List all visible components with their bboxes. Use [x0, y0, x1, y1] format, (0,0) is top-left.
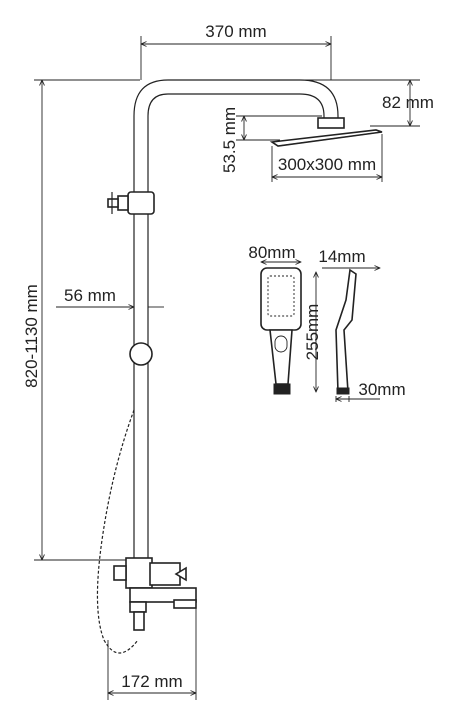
- label-hand-length: 255mm: [303, 304, 322, 361]
- bath-mixer: [113, 557, 197, 631]
- label-arm-drop: 53.5 mm: [220, 107, 239, 173]
- shower-hose: [96, 409, 139, 654]
- diverter-knob: [107, 191, 155, 215]
- dimension-hand-length: 255mm: [303, 272, 322, 392]
- label-head-thickness: 82 mm: [382, 93, 434, 112]
- hand-shower-front: [260, 267, 302, 395]
- label-hand-width: 80mm: [248, 243, 295, 262]
- dimension-mixer-depth: 172 mm: [108, 608, 196, 700]
- label-rail-height: 820-1130 mm: [22, 284, 41, 388]
- label-wall-offset: 56 mm: [64, 286, 116, 305]
- label-mixer-depth: 172 mm: [121, 672, 182, 691]
- dimension-hand-depth: 14mm: [318, 247, 380, 268]
- rain-shower-head: [269, 117, 383, 147]
- dimension-wall-offset: 56 mm: [56, 286, 164, 307]
- dimension-arm-reach: 370 mm: [141, 22, 331, 80]
- dimension-handle-depth: 30mm: [336, 380, 406, 402]
- dimension-head-size: 300x300 mm: [272, 134, 382, 182]
- dimension-rail-height: 820-1130 mm: [22, 80, 140, 560]
- label-head-size: 300x300 mm: [278, 155, 376, 174]
- label-arm-reach: 370 mm: [205, 22, 266, 41]
- label-hand-depth: 14mm: [318, 247, 365, 266]
- hand-shower-side: [335, 268, 357, 395]
- dimension-arm-drop: 53.5 mm: [220, 107, 322, 173]
- label-handle-depth: 30mm: [358, 380, 405, 399]
- height-slider-knob: [129, 342, 153, 366]
- dimension-hand-width: 80mm: [248, 243, 301, 262]
- dimension-head-thickness: 82 mm: [290, 80, 434, 126]
